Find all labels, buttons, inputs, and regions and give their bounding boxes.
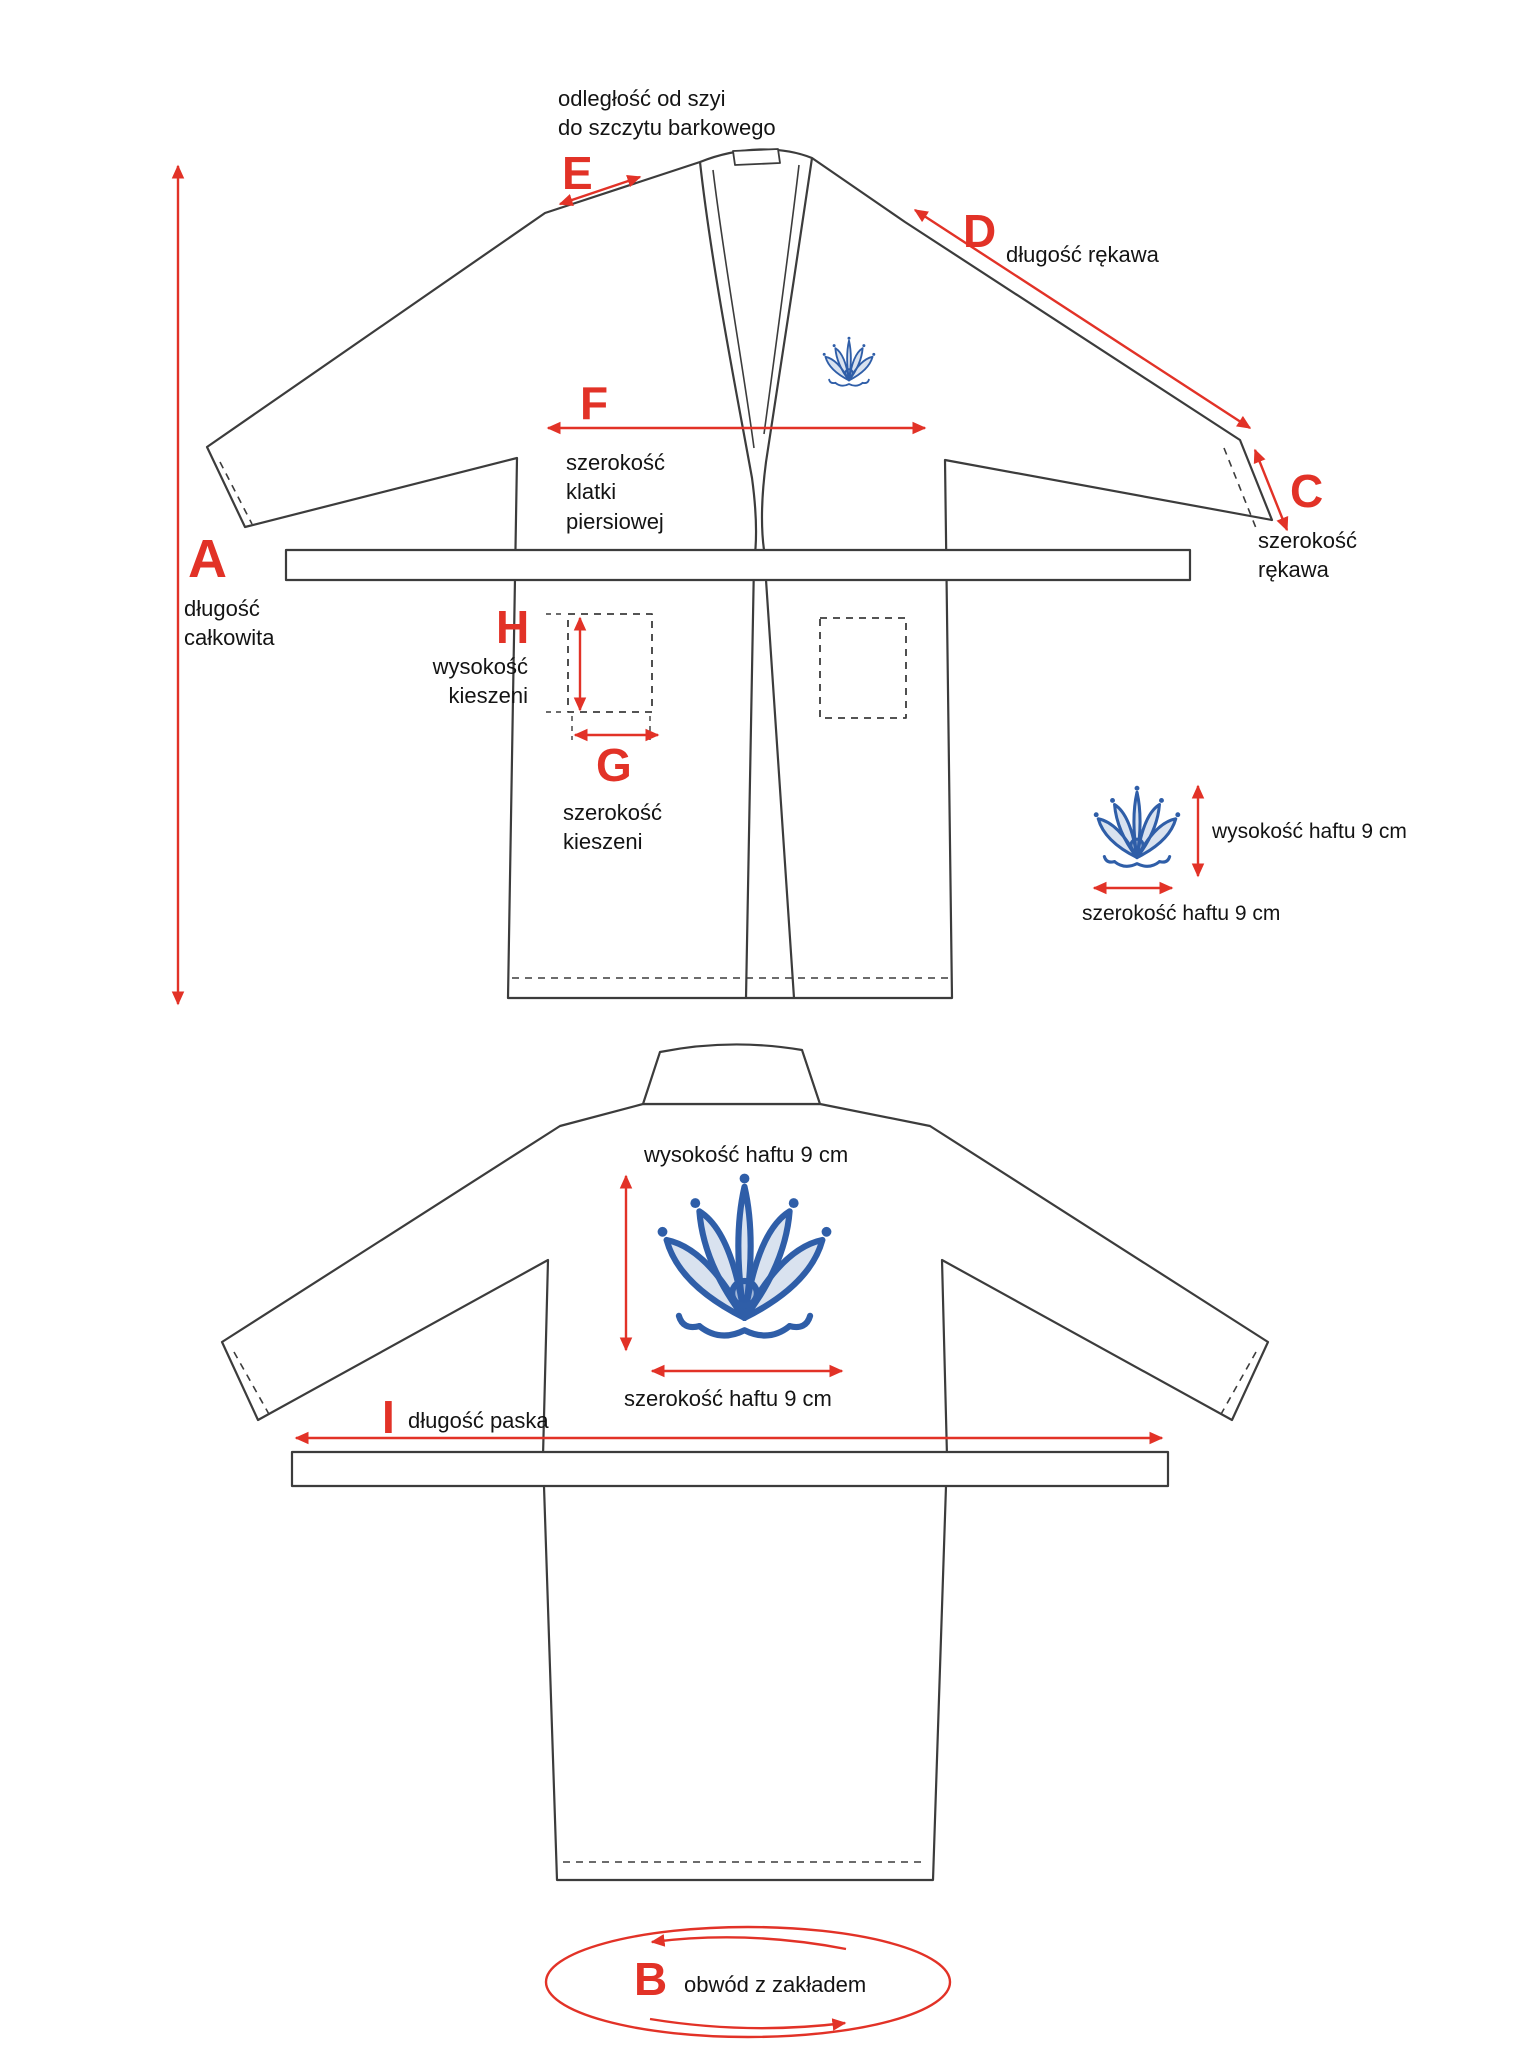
- letter-F: F: [580, 377, 609, 429]
- label-front-embroidery-height: wysokość haftu 9 cm: [1212, 820, 1407, 843]
- circumference-arrow-top: [650, 1934, 847, 1951]
- front-right-cuff-stitch: [1223, 447, 1257, 529]
- front-right-pocket: [819, 617, 907, 719]
- label-pocket-height: wysokość kieszeni: [432, 654, 528, 709]
- label-sleeve-width: szerokość rękawa: [1258, 528, 1358, 583]
- letter-I: I: [382, 1391, 395, 1443]
- letter-H: H: [496, 601, 530, 653]
- circumference-ellipse: [544, 1925, 952, 2039]
- letter-E: E: [562, 147, 593, 199]
- front-right-lapel-inner: [763, 164, 800, 435]
- arrow-C-sleeve-width: [1253, 448, 1289, 532]
- letter-D: D: [963, 205, 997, 257]
- back-collar: [641, 1043, 822, 1106]
- letter-G: G: [596, 739, 632, 791]
- letter-A: A: [188, 529, 227, 589]
- label-back-embroidery-height: wysokość haftu 9 cm: [644, 1142, 849, 1167]
- letter-C: C: [1290, 465, 1324, 517]
- letter-B: B: [634, 1953, 668, 2005]
- label-sleeve-length: długość rękawa: [1006, 242, 1159, 267]
- back-belt: [290, 1450, 1170, 1488]
- front-view: [205, 148, 1274, 1000]
- label-pocket-width: szerokość kieszeni: [563, 800, 663, 855]
- arrow-D-sleeve-length: [913, 208, 1252, 430]
- circumference-arrow-bottom: [649, 2017, 847, 2031]
- label-back-embroidery-width: szerokość haftu 9 cm: [624, 1386, 832, 1411]
- front-left-pocket: [567, 613, 653, 713]
- front-belt: [284, 548, 1192, 582]
- label-total-length: długość całkowita: [184, 596, 275, 651]
- arrow-E-neck-to-shoulder: [558, 175, 642, 206]
- front-arrows: [171, 164, 1289, 1006]
- front-left-lapel-inner: [712, 169, 755, 449]
- front-left-lapel: [698, 161, 758, 999]
- label-chest-width: szerokość klatki piersiowej: [566, 450, 666, 534]
- embroidery-motif-sample: [1092, 784, 1182, 868]
- label-hem-circumference: obwód z zakładem: [684, 1972, 867, 1997]
- back-robe-outline: [220, 1102, 1270, 1882]
- front-left-cuff-stitch: [219, 461, 253, 525]
- hanger-tab: [732, 148, 781, 166]
- label-belt-length: długość paska: [408, 1408, 549, 1433]
- hem-circumference-ellipse: [544, 1925, 952, 2039]
- label-neck-to-shoulder: odległość od szyi do szczytu barkowego: [558, 86, 776, 141]
- back-arrows: [294, 1174, 1164, 1445]
- back-view: [220, 1043, 1270, 1882]
- label-front-embroidery-width: szerokość haftu 9 cm: [1082, 902, 1281, 925]
